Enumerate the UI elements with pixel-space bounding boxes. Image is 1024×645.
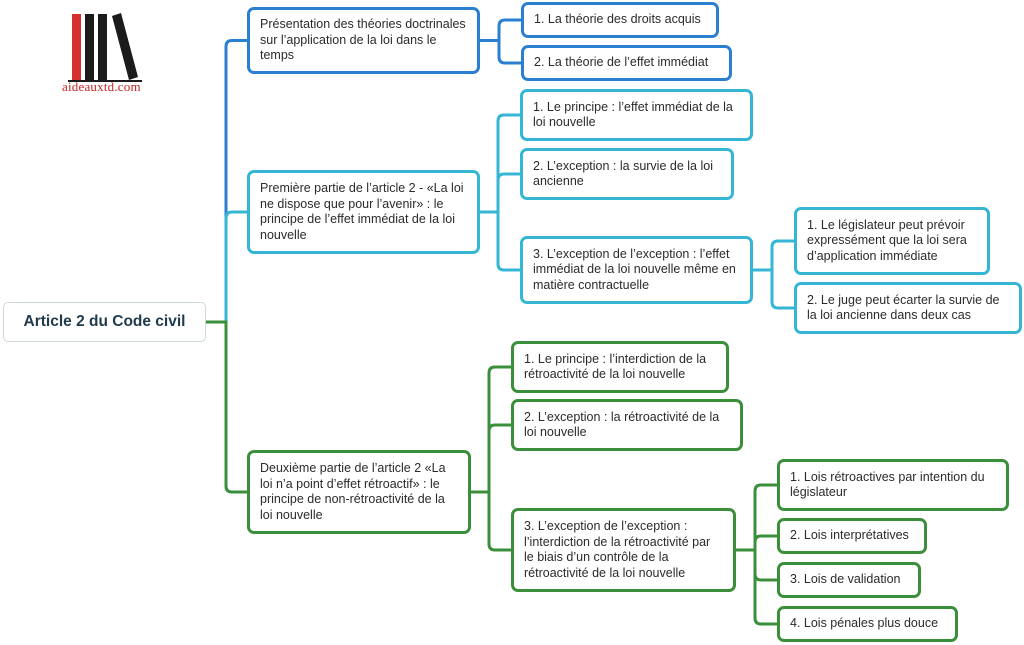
node-effet-immediat[interactable]: 2. La théorie de l’effet immédiat xyxy=(521,45,732,81)
logo-text: aideauxtd.com xyxy=(62,79,141,94)
connector-deuxieme-exception xyxy=(736,483,777,626)
node-lois-validation[interactable]: 3. Lois de validation xyxy=(777,562,921,598)
node-lois-penales[interactable]: 4. Lois pénales plus douce xyxy=(777,606,958,642)
root-label: Article 2 du Code civil xyxy=(23,313,186,331)
node-exception-exception-deuxieme[interactable]: 3. L’exception de l’exception : l’interd… xyxy=(511,508,736,592)
branch-presentation[interactable]: Présentation des théories doctrinales su… xyxy=(247,7,480,74)
node-lois-retroactives[interactable]: 1. Lois rétroactives par intention du lé… xyxy=(777,459,1009,511)
node-survie-loi-ancienne[interactable]: 2. L’exception : la survie de la loi anc… xyxy=(520,148,734,200)
node-principe-interdiction[interactable]: 1. Le principe : l’interdiction de la ré… xyxy=(511,341,729,393)
connector-deuxieme xyxy=(471,365,511,552)
connector-premiere xyxy=(480,113,520,272)
connector-root-n-b xyxy=(206,320,247,494)
root-node[interactable]: Article 2 du Code civil xyxy=(3,302,206,342)
branch-deuxieme-partie[interactable]: Deuxième partie de l’article 2 «La loi n… xyxy=(247,450,471,534)
branch-deuxieme-label: Deuxième partie de l’article 2 «La loi n… xyxy=(260,461,446,522)
connector-presentation xyxy=(480,18,521,65)
node-legislateur-prevoir[interactable]: 1. Le législateur peut prévoir expressém… xyxy=(794,207,990,275)
connector-root-n-a xyxy=(206,210,247,324)
branch-premiere-label: Première partie de l’article 2 - «La loi… xyxy=(260,181,464,242)
node-droits-acquis[interactable]: 1. La théorie des droits acquis xyxy=(521,2,719,38)
branch-premiere-partie[interactable]: Première partie de l’article 2 - «La loi… xyxy=(247,170,480,254)
node-retroactivite[interactable]: 2. L’exception : la rétroactivité de la … xyxy=(511,399,743,451)
node-exception-exception-premiere[interactable]: 3. L’exception de l’exception : l’effet … xyxy=(520,236,753,304)
connector-premiere-exception xyxy=(753,239,794,310)
node-lois-interpretatives[interactable]: 2. Lois interprétatives xyxy=(777,518,927,554)
books-icon xyxy=(68,13,142,82)
branch-presentation-label: Présentation des théories doctrinales su… xyxy=(260,17,466,63)
node-principe-effet-immediat[interactable]: 1. Le principe : l’effet immédiat de la … xyxy=(520,89,753,141)
connector-root-n-p xyxy=(206,39,247,324)
node-juge-ecarter[interactable]: 2. Le juge peut écarter la survie de la … xyxy=(794,282,1022,334)
